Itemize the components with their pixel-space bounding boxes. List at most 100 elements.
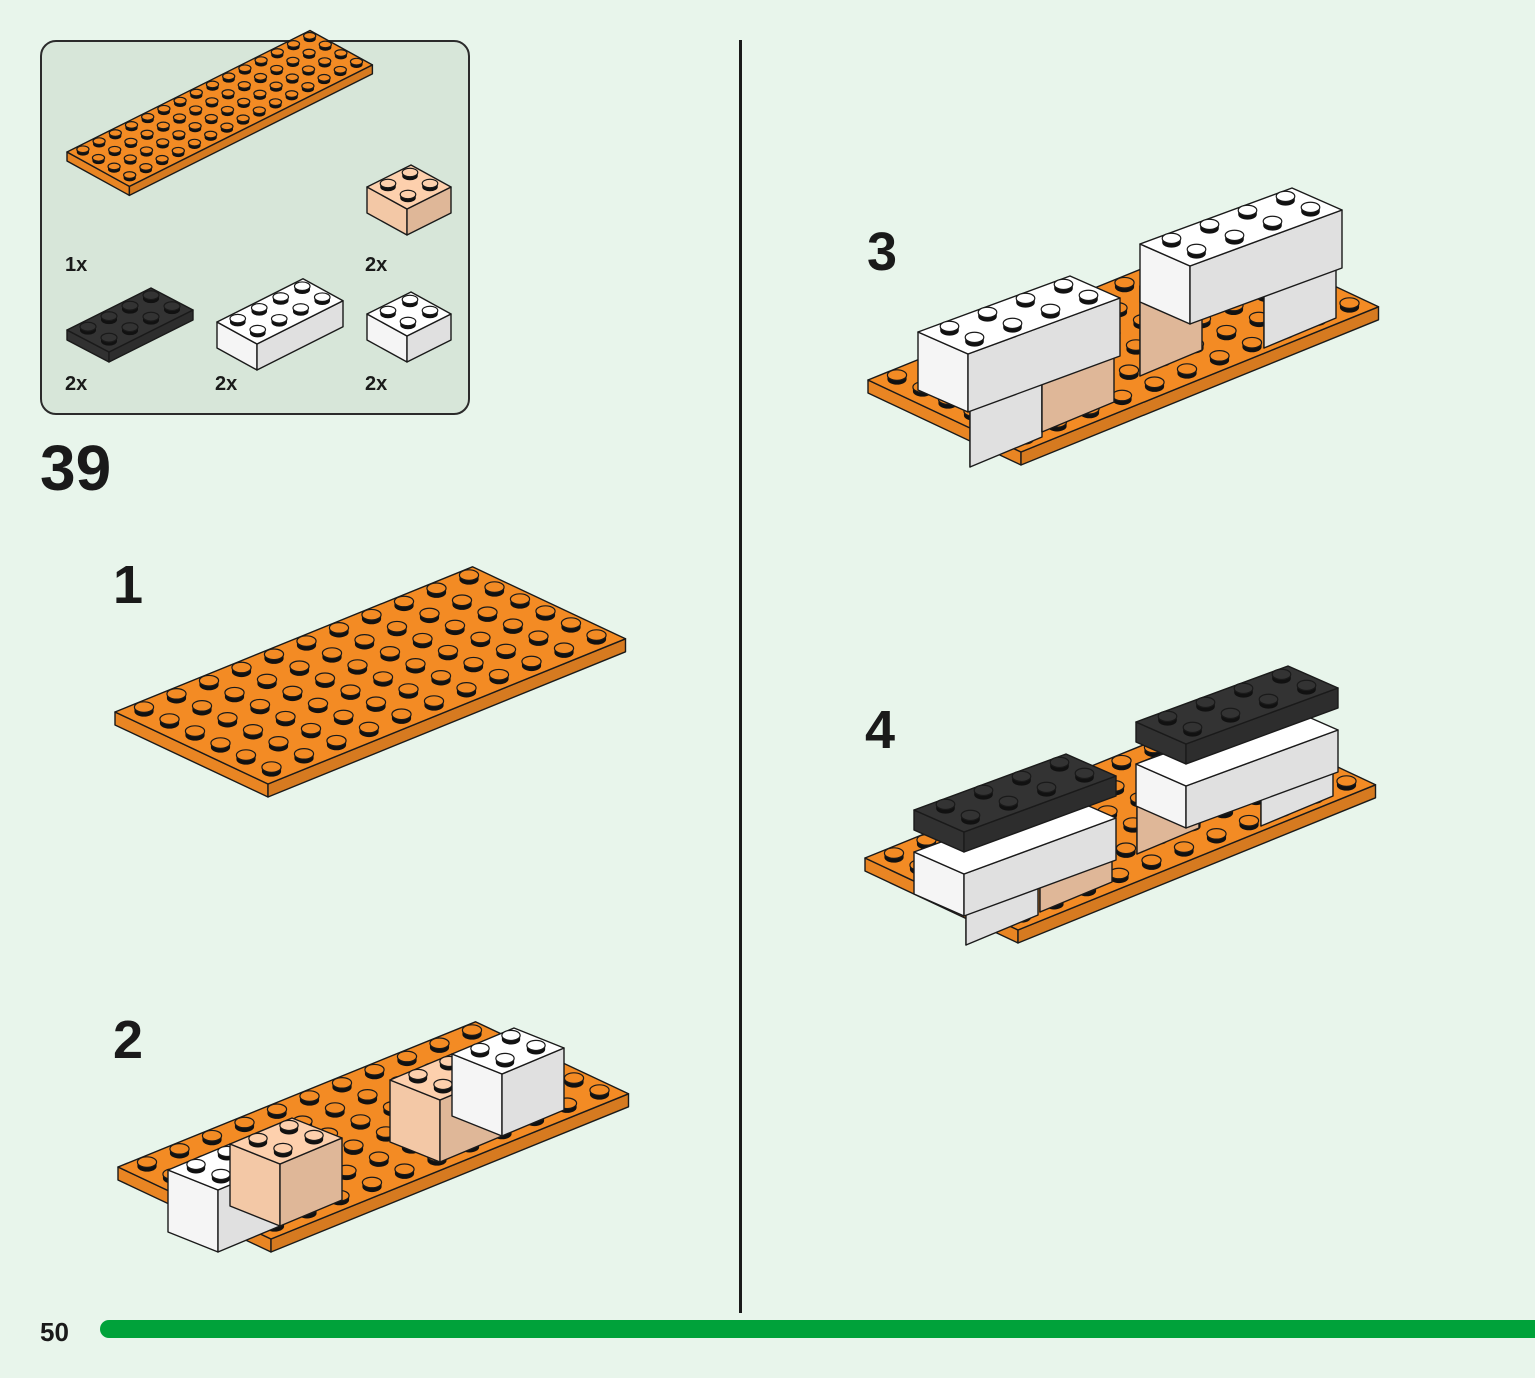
stud xyxy=(1182,721,1203,737)
stud xyxy=(187,138,202,149)
stud xyxy=(123,154,137,165)
stud xyxy=(268,98,283,109)
stud xyxy=(1300,201,1321,217)
stud xyxy=(1157,710,1178,726)
orange-plate-6x10 xyxy=(66,29,374,197)
peach-brick-2x2 xyxy=(366,164,452,236)
stud xyxy=(1118,364,1140,380)
stud xyxy=(423,695,445,711)
stud xyxy=(396,1050,418,1067)
stud xyxy=(412,632,433,649)
page-number: 50 xyxy=(40,1317,69,1347)
stud xyxy=(299,1090,320,1106)
stud xyxy=(1258,693,1279,709)
parts-list-box: 1x 2x 2x 2x 2x xyxy=(40,29,470,415)
stud xyxy=(1011,770,1032,786)
brick-top-face xyxy=(451,1027,565,1075)
stud xyxy=(270,64,284,76)
stud xyxy=(238,64,252,75)
stud xyxy=(463,656,484,673)
stud xyxy=(333,65,347,77)
stud xyxy=(358,721,380,738)
stud xyxy=(1336,775,1357,791)
stud xyxy=(253,89,267,100)
stud xyxy=(269,81,283,92)
stud xyxy=(286,56,300,67)
part-quantity: 2x xyxy=(215,373,238,395)
stud xyxy=(275,710,296,727)
stud xyxy=(328,622,350,638)
stud xyxy=(234,1116,255,1133)
part-quantity: 2x xyxy=(65,373,88,395)
stud xyxy=(379,305,397,319)
stud xyxy=(121,322,139,336)
stud xyxy=(1220,707,1241,723)
stud xyxy=(263,648,285,664)
brick-top-face xyxy=(114,566,627,785)
stud xyxy=(560,617,582,633)
stud xyxy=(456,682,477,698)
stud xyxy=(318,57,332,68)
stud xyxy=(169,1143,190,1159)
part-quantity: 2x xyxy=(365,254,388,276)
stud xyxy=(399,189,417,203)
stud xyxy=(426,582,447,598)
stud xyxy=(343,1139,364,1155)
stud xyxy=(254,56,268,67)
stud xyxy=(204,113,218,125)
stud xyxy=(391,708,412,724)
stud xyxy=(960,809,981,825)
stud xyxy=(883,847,905,863)
stud xyxy=(1275,190,1296,206)
stud xyxy=(477,606,498,622)
stud xyxy=(405,658,426,674)
stud xyxy=(1111,389,1133,406)
stud xyxy=(184,725,206,741)
stud xyxy=(1224,229,1245,245)
stud xyxy=(419,607,440,624)
stud xyxy=(279,1119,299,1135)
stud xyxy=(166,688,187,704)
stud xyxy=(211,1168,231,1184)
stud xyxy=(237,81,251,92)
stud xyxy=(1053,278,1074,294)
stud xyxy=(92,137,106,148)
stud xyxy=(386,620,408,637)
stud xyxy=(502,618,524,634)
stud xyxy=(133,701,155,717)
stud xyxy=(528,630,549,646)
stud xyxy=(313,292,331,305)
stud xyxy=(1036,781,1057,797)
stud xyxy=(1161,232,1182,248)
stud xyxy=(354,634,375,650)
stud xyxy=(107,162,121,173)
stud xyxy=(100,311,118,325)
stud xyxy=(186,1158,206,1174)
part-quantity: 2x xyxy=(365,373,388,395)
stud xyxy=(501,1029,521,1045)
stud xyxy=(285,90,299,101)
stud xyxy=(282,685,303,702)
stud xyxy=(317,73,331,85)
stud xyxy=(398,683,419,699)
stud xyxy=(300,722,322,739)
stud xyxy=(393,595,415,612)
progress-bar xyxy=(100,1320,1535,1338)
stud xyxy=(205,97,219,108)
stud xyxy=(171,146,185,158)
stud xyxy=(1015,292,1036,308)
stud xyxy=(285,73,299,84)
stud xyxy=(229,313,247,327)
stud xyxy=(451,594,473,610)
stud xyxy=(1049,756,1070,772)
white-brick-2x4 xyxy=(913,795,1117,917)
stud xyxy=(350,1114,371,1130)
stud xyxy=(268,736,289,752)
stud xyxy=(458,569,480,585)
sub-step-number: 2 xyxy=(113,1010,144,1070)
stud xyxy=(333,709,354,726)
stud xyxy=(292,303,310,316)
stud xyxy=(189,88,203,99)
stud xyxy=(437,644,459,661)
